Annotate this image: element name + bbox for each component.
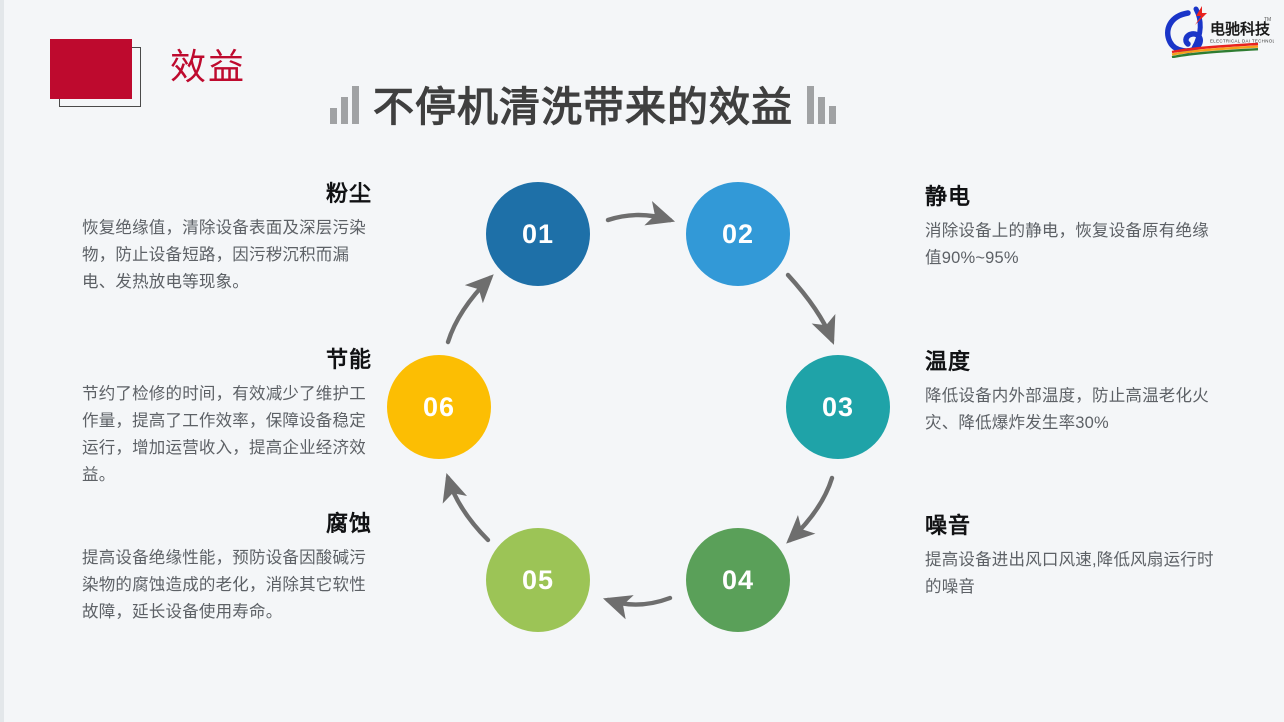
logo-en-text: ELECTRICAL DAI TECHNOLOGY [1210,39,1274,44]
benefit-title-energy-saving: 节能 [325,347,372,372]
benefit-body-corrosion: 提高设备绝缘性能，预防设备因酸碱污染物的腐蚀造成的老化，消除其它软性故障，延长设… [82,549,366,621]
cycle-arrows [442,201,836,620]
benefit-title-temperature: 温度 [925,349,972,374]
benefit-body-noise: 提高设备进出风口风速,降低风扇运行时的噪音 [925,551,1214,597]
benefit-body-temperature: 降低设备内外部温度，防止高温老化火灾、降低爆炸发生率30% [925,387,1209,433]
benefit-block-energy-saving: 节能 节约了检修的时间，有效减少了维护工作量，提高了工作效率，保障设备稳定运行，… [82,347,372,488]
benefit-title-static-electricity: 静电 [925,184,972,209]
bar-chart-decoration-right-icon [807,82,836,130]
benefit-block-temperature: 温度 降低设备内外部温度，防止高温老化火灾、降低爆炸发生率30% [925,349,1215,437]
logo-tm-text: TM [1264,17,1271,23]
arrow-04-to-05 [602,595,673,620]
arrow-06-to-01 [445,274,494,345]
benefit-title-dust: 粉尘 [325,181,372,206]
arrow-05-to-06 [442,472,491,543]
header-red-box [50,39,132,99]
benefit-body-dust: 恢复绝缘值，清除设备表面及深层污染物，防止设备短路，因污秽沉积而漏电、发热放电等… [82,219,366,291]
arrow-02-to-03 [785,272,836,345]
benefit-body-energy-saving: 节约了检修的时间，有效减少了维护工作量，提高了工作效率，保障设备稳定运行，增加运… [82,385,366,484]
benefits-cycle-diagram: 01 02 03 04 05 06 [370,160,930,680]
title-group: 不停机清洗带来的效益 [330,60,970,130]
benefit-block-noise: 噪音 提高设备进出风口风速,降低风扇运行时的噪音 [925,513,1215,601]
cycle-node-02[interactable]: 02 [686,182,790,286]
arrow-03-to-04 [786,475,835,544]
cycle-node-05[interactable]: 05 [486,528,590,632]
benefit-block-dust: 粉尘 恢复绝缘值，清除设备表面及深层污染物，防止设备短路，因污秽沉积而漏电、发热… [82,181,372,296]
header-badge-label: 效益 [170,46,247,87]
left-edge-accent [0,0,4,722]
cycle-node-03[interactable]: 03 [786,355,890,459]
bar-chart-decoration-left-icon [330,82,359,130]
benefit-title-noise: 噪音 [925,513,972,538]
page-title: 不停机清洗带来的效益 [373,84,793,130]
benefit-body-static-electricity: 消除设备上的静电，恢复设备原有绝缘值90%~95% [925,222,1209,268]
cycle-node-04[interactable]: 04 [686,528,790,632]
benefit-block-corrosion: 腐蚀 提高设备绝缘性能，预防设备因酸碱污染物的腐蚀造成的老化，消除其它软性故障，… [82,511,372,626]
logo-cn-text: 电驰科技 [1210,20,1271,38]
benefit-title-corrosion: 腐蚀 [325,511,372,536]
benefit-block-static-electricity: 静电 消除设备上的静电，恢复设备原有绝缘值90%~95% [925,184,1215,272]
cycle-node-06[interactable]: 06 [387,355,491,459]
cycle-node-01[interactable]: 01 [486,182,590,286]
company-logo: 电驰科技 ELECTRICAL DAI TECHNOLOGY TM [1158,4,1284,59]
arrow-01-to-02 [605,201,676,226]
